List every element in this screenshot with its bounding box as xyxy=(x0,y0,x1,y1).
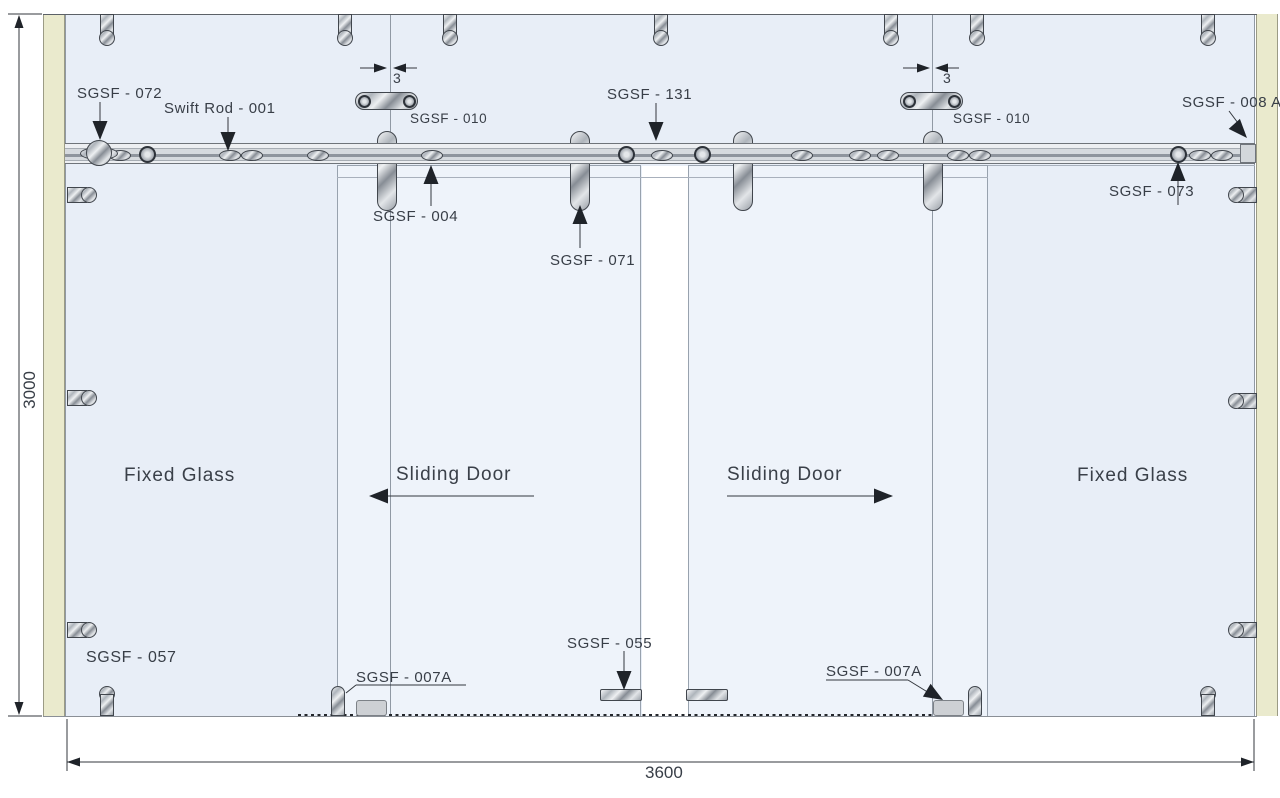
rod-roller xyxy=(849,150,871,161)
top-clamp-knob xyxy=(337,30,353,46)
rod-roller xyxy=(877,150,899,161)
side-clamp-knob xyxy=(1228,187,1244,203)
top-clamp-knob xyxy=(99,30,115,46)
height-dimension-label: 3000 xyxy=(20,371,39,409)
bottom-clamp xyxy=(1201,694,1215,716)
rod-roller xyxy=(1211,150,1233,161)
sgsf-072-label: SGSF - 072 xyxy=(77,85,163,102)
floor-track-dotted-line xyxy=(298,714,933,716)
sliding-door-right-panel xyxy=(688,165,988,716)
side-clamp-knob xyxy=(81,187,97,203)
dim-3-left-label: 3 xyxy=(393,70,402,86)
floor-line xyxy=(43,716,1257,717)
rod-roller xyxy=(421,150,443,161)
sgsf-008a-label: SGSF - 008 A xyxy=(1182,94,1280,111)
ceiling-line xyxy=(43,14,1257,15)
swift-rod-001-label: Swift Rod - 001 xyxy=(164,100,276,117)
pill-eye xyxy=(403,95,416,108)
floor-guide xyxy=(331,686,345,716)
rod-roller xyxy=(219,150,241,161)
rod-roller xyxy=(651,150,673,161)
top-clamp-knob xyxy=(653,30,669,46)
top-clamp-knob xyxy=(442,30,458,46)
connector-pill xyxy=(900,92,963,110)
pill-eye xyxy=(358,95,371,108)
side-clamp-knob xyxy=(81,622,97,638)
glass-joint-left xyxy=(390,14,391,716)
top-clamp-knob xyxy=(1200,30,1216,46)
wall-right xyxy=(1256,14,1278,716)
glass-right-edge xyxy=(1254,14,1255,716)
sgsf-057-label: SGSF - 057 xyxy=(86,649,177,666)
connector-pill xyxy=(355,92,418,110)
side-clamp-knob xyxy=(1228,622,1244,638)
door-opening-gap xyxy=(642,166,688,716)
sgsf-071-label: SGSF - 071 xyxy=(550,252,636,269)
sgsf-007a-right-label: SGSF - 007A xyxy=(826,663,922,680)
sgsf-007a-left-label: SGSF - 007A xyxy=(356,669,452,686)
side-clamp-knob xyxy=(81,390,97,406)
sgsf-055-label: SGSF - 055 xyxy=(567,635,653,652)
glass-joint-right xyxy=(932,14,933,716)
door-bottom-lock xyxy=(600,689,642,701)
sgsf-010-right-label: SGSF - 010 xyxy=(953,111,1031,126)
floor-pad xyxy=(356,700,387,716)
rod-roller xyxy=(307,150,329,161)
sliding-door-right-label: Sliding Door xyxy=(727,464,843,485)
sgsf-010-left-label: SGSF - 010 xyxy=(410,111,488,126)
top-clamp-knob xyxy=(969,30,985,46)
rod-roller xyxy=(791,150,813,161)
rod-roller xyxy=(241,150,263,161)
floor-guide xyxy=(968,686,982,716)
fixed-glass-left-label: Fixed Glass xyxy=(124,465,236,486)
sgsf-131-label: SGSF - 131 xyxy=(607,86,693,103)
sliding-door-left-panel xyxy=(337,165,641,716)
rod-roller xyxy=(969,150,991,161)
glass-left-edge xyxy=(65,14,66,716)
width-dimension-arrowhead xyxy=(1241,757,1254,767)
sliding-door-left-label: Sliding Door xyxy=(396,464,512,485)
rod-roller xyxy=(1189,150,1211,161)
height-dimension-arrowhead xyxy=(14,15,24,28)
sgsf-073-label: SGSF - 073 xyxy=(1109,183,1195,200)
rod-ring xyxy=(618,146,635,163)
dim-3-right-label: 3 xyxy=(943,70,952,86)
width-dimension-label: 3600 xyxy=(645,763,683,782)
pill-eye xyxy=(903,95,916,108)
rod-end-cap xyxy=(1240,144,1256,163)
rod-ring xyxy=(139,146,156,163)
pill-eye xyxy=(948,95,961,108)
door-bottom-lock xyxy=(686,689,728,701)
sgsf-004-label: SGSF - 004 xyxy=(373,208,459,225)
rod-ring xyxy=(694,146,711,163)
fixed-glass-right-label: Fixed Glass xyxy=(1077,465,1189,486)
fixed-glass-right-top-edge xyxy=(988,165,1255,166)
rod-end-fitting-knob xyxy=(86,140,112,166)
height-dimension-arrowhead xyxy=(14,702,24,715)
side-clamp-knob xyxy=(1228,393,1244,409)
rod-ring xyxy=(1170,146,1187,163)
rod-roller xyxy=(947,150,969,161)
floor-pad xyxy=(933,700,964,716)
transom-bottom-line xyxy=(337,177,988,178)
wall-left xyxy=(43,14,65,716)
bottom-clamp xyxy=(100,694,114,716)
top-clamp-knob xyxy=(883,30,899,46)
width-dimension-arrowhead xyxy=(67,757,80,767)
